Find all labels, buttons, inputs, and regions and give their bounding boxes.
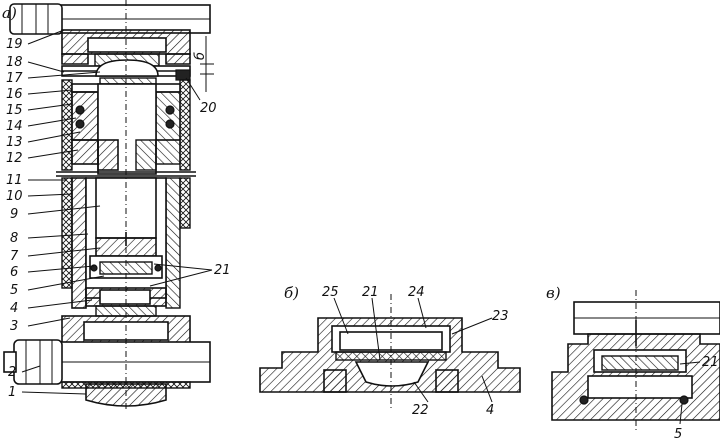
callout-13: 13 <box>6 135 23 150</box>
callout-21-a: 21 <box>214 263 231 278</box>
callout-18: 18 <box>6 55 23 70</box>
callout-10: 10 <box>6 189 23 204</box>
callout-21-b: 21 <box>362 285 379 300</box>
callout-4: 4 <box>10 301 18 316</box>
callout-12: 12 <box>6 151 23 166</box>
callout-22: 22 <box>412 403 429 418</box>
callout-6: 6 <box>10 265 18 280</box>
callout-3: 3 <box>10 319 18 334</box>
callout-9: 9 <box>10 207 18 222</box>
view-a-assembly <box>3 0 214 412</box>
leaders-c <box>679 361 701 425</box>
callout-14: 14 <box>6 119 23 134</box>
callout-11: 11 <box>6 173 23 188</box>
leaders-b <box>333 297 493 403</box>
view-c-label: в) <box>546 284 561 302</box>
callout-15: 15 <box>6 103 23 118</box>
labels: a) б) в) б 19 18 17 16 15 14 13 12 11 10… <box>2 4 719 442</box>
callout-19: 19 <box>6 37 23 52</box>
callout-5: 5 <box>10 283 18 298</box>
view-b-section <box>259 294 521 410</box>
callout-1: 1 <box>8 385 16 400</box>
view-a-label: a) <box>2 4 17 22</box>
callout-25: 25 <box>322 285 339 300</box>
callout-8: 8 <box>10 231 18 246</box>
callout-7: 7 <box>10 249 19 264</box>
leaders-a <box>21 29 213 395</box>
callout-17: 17 <box>6 71 23 86</box>
callout-4-b: 4 <box>486 403 494 418</box>
callout-5-c: 5 <box>674 427 682 442</box>
callout-2: 2 <box>8 365 16 380</box>
callout-23: 23 <box>492 309 509 324</box>
callout-20: 20 <box>200 101 217 116</box>
callout-21-c: 21 <box>702 355 719 370</box>
callout-24: 24 <box>408 285 425 300</box>
dimension-label: б <box>193 52 208 60</box>
callout-16: 16 <box>6 87 23 102</box>
view-b-label: б) <box>284 284 299 302</box>
view-c-section <box>551 290 720 432</box>
